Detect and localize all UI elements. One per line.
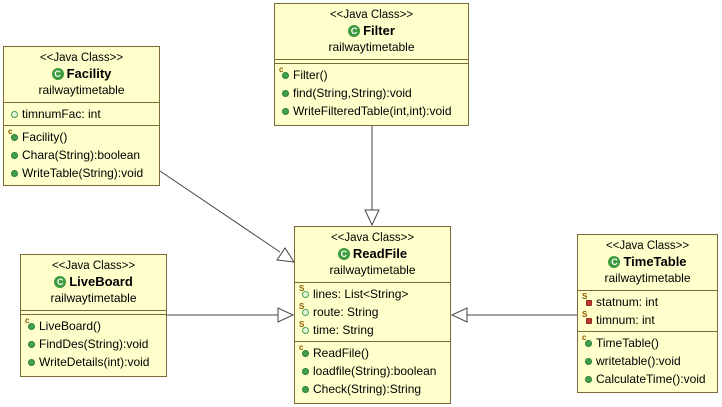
arrowhead-filter-readfile [364,209,380,227]
package-field-icon [11,111,18,118]
method-row: loadfile(String):boolean [299,362,450,380]
static-icon: S [299,284,305,293]
public-method-icon [28,323,35,330]
method-row: WriteDetails(int):void [25,353,166,371]
class-name: Facility [66,66,112,81]
field-icon [302,309,309,316]
package-label: railwaytimetable [329,263,416,277]
constructor-icon: c [299,343,304,352]
field-row: timnumFac: int [8,105,159,123]
method-row: Chara(String):boolean [8,146,159,164]
field-icon [302,291,309,298]
class-name: ReadFile [352,246,408,261]
class-name: Filter [363,23,395,38]
stereotype-label: <<Java Class>> [605,240,690,252]
class-name: LiveBoard [69,274,133,289]
method-row: FindDes(String):void [25,335,166,353]
constructor-icon: c [25,316,30,325]
class-icon: C [608,256,621,268]
package-label: railwaytimetable [604,271,691,285]
private-field-icon [586,318,592,324]
static-icon: S [299,302,305,311]
public-method-icon [585,340,592,347]
static-icon: S [299,320,305,329]
fields-compartment: timnumFac: int [4,102,159,125]
class-icon: C [54,276,67,288]
class-icon: C [337,248,350,260]
static-icon: S [582,292,588,301]
public-method-icon [11,152,18,159]
fields-compartment [275,59,468,63]
method-row: WriteFilteredTable(int,int):void [279,102,468,120]
method-row: Check(String):String [299,380,450,398]
constructor-icon: c [279,65,284,74]
public-method-icon [282,72,289,79]
class-icon: C [348,25,361,37]
public-method-icon [11,170,18,177]
method-row: CalculateTime():void [582,370,717,388]
method-row: WriteTable(String):void [8,164,159,182]
arrowhead-timetable-readfile [450,307,468,323]
stereotype-label: <<Java Class>> [39,52,124,64]
constructor-icon: c [582,333,587,342]
public-method-icon [585,358,592,365]
package-label: railwaytimetable [38,83,125,97]
stereotype-label: <<Java Class>> [329,9,414,21]
field-icon [302,327,309,334]
constructor-icon: c [8,127,13,136]
public-method-icon [28,341,35,348]
public-method-icon [282,108,289,115]
public-method-icon [28,359,35,366]
method-row: find(String,String):void [279,84,468,102]
fields-compartment [21,310,166,314]
package-label: railwaytimetable [328,40,415,54]
package-label: railwaytimetable [50,291,137,305]
public-method-icon [302,368,309,375]
stereotype-label: <<Java Class>> [330,232,415,244]
class-icon: C [51,68,64,80]
public-method-icon [11,134,18,141]
static-icon: S [582,310,588,319]
public-method-icon [302,350,309,357]
arrowhead-facility-readfile [276,247,295,263]
public-method-icon [302,386,309,393]
edge-facility-readfile [159,170,281,253]
class-name: TimeTable [623,254,687,269]
method-row: writetable():void [582,352,717,370]
public-method-icon [282,90,289,97]
public-method-icon [585,376,592,383]
arrowhead-liveboard-readfile [277,307,295,323]
stereotype-label: <<Java Class>> [51,260,136,272]
private-field-icon [586,300,592,306]
